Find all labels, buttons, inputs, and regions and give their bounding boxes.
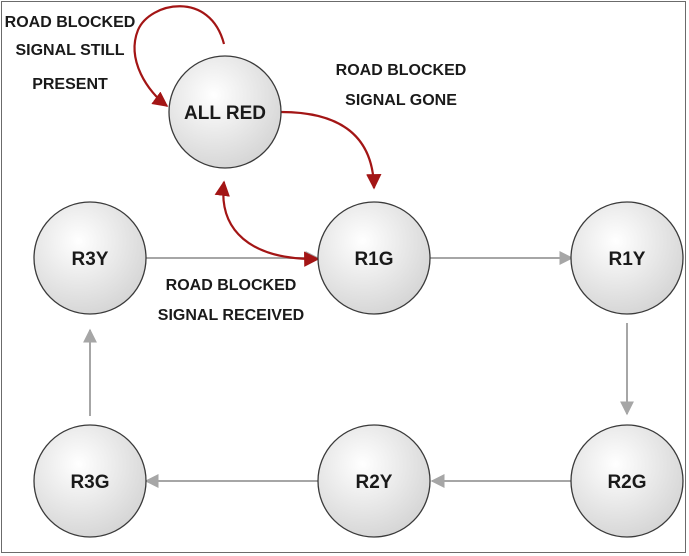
annotation-line: SIGNAL GONE <box>345 92 457 109</box>
state-r2g-label: R2G <box>607 472 646 493</box>
state-r3g-label: R3G <box>70 472 109 493</box>
edge-r1g-all-red-bidirectional <box>214 180 320 267</box>
state-r1y-label: R1Y <box>609 249 646 270</box>
state-r2y-label: R2Y <box>356 472 393 493</box>
annotation-line: ROAD BLOCKED <box>336 62 467 79</box>
state-all-red: ALL RED <box>168 55 282 169</box>
annotation-line: SIGNAL STILL <box>15 42 124 59</box>
annotation-signal-still-present: ROAD BLOCKED SIGNAL STILL PRESENT <box>5 14 136 93</box>
annotation-signal-gone: ROAD BLOCKED SIGNAL GONE <box>336 62 467 109</box>
state-r3g: R3G <box>33 424 147 538</box>
state-r2y: R2Y <box>317 424 431 538</box>
state-r2g: R2G <box>570 424 684 538</box>
state-all-red-label: ALL RED <box>184 103 266 124</box>
annotation-line: ROAD BLOCKED <box>5 14 136 31</box>
annotation-signal-received: ROAD BLOCKED SIGNAL RECEIVED <box>158 277 304 324</box>
state-r1g: R1G <box>317 201 431 315</box>
annotation-line: PRESENT <box>32 76 108 93</box>
edge-all-red-to-r1g <box>280 110 382 190</box>
annotation-line: ROAD BLOCKED <box>166 277 297 294</box>
state-r1g-label: R1G <box>354 249 393 270</box>
state-r1y: R1Y <box>570 201 684 315</box>
edge-all-red-self-loop <box>133 5 226 107</box>
state-r3y-label: R3Y <box>72 249 109 270</box>
annotation-line: SIGNAL RECEIVED <box>158 307 304 324</box>
state-r3y: R3Y <box>33 201 147 315</box>
